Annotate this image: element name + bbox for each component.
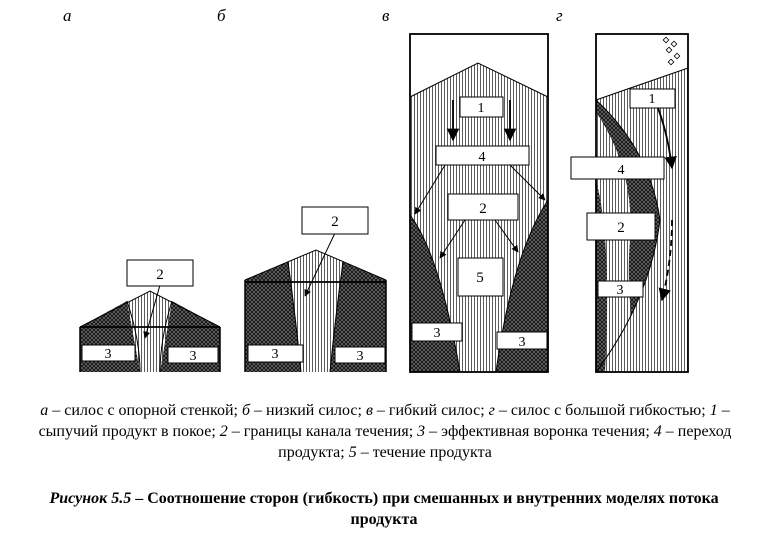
figure-title-prefix: Рисунок 5.5 bbox=[49, 490, 132, 507]
panel-a-box-3-right bbox=[167, 346, 219, 364]
panel-v-flow-boundary-left bbox=[409, 214, 461, 373]
panel-g-flow-boundary bbox=[595, 99, 661, 373]
legend-b-text: – низкий силос; bbox=[250, 402, 366, 419]
panel-b-flow-boundary-right bbox=[329, 261, 344, 373]
legend-1: 1 bbox=[709, 402, 718, 419]
panel-v-walls bbox=[409, 33, 549, 373]
legend-a: а bbox=[40, 402, 49, 419]
panel-v-label-2: 2 bbox=[479, 201, 487, 217]
legend-g: г bbox=[488, 402, 495, 419]
legend-g-text: – силос с большой гибкостью; bbox=[494, 402, 710, 419]
panel-v-label-3-left: 3 bbox=[434, 326, 441, 341]
particle bbox=[670, 40, 678, 48]
panel-a-box-2 bbox=[126, 259, 194, 287]
panel-v-box-1 bbox=[459, 96, 504, 118]
particle bbox=[665, 46, 673, 54]
panel-a-flow-boundary-right bbox=[159, 300, 173, 373]
figure-title-text: – Соотношение сторон (гибкость) при смеш… bbox=[131, 490, 719, 528]
legend-3: 3 bbox=[417, 423, 426, 440]
panel-a-surface bbox=[79, 290, 221, 328]
panel-v-box-5 bbox=[457, 257, 504, 297]
legend-2-text: – границы канала течения; bbox=[227, 423, 418, 440]
panel-a-box-3-left bbox=[81, 344, 136, 362]
legend-5: 5 bbox=[348, 444, 357, 461]
panel-v-label-1: 1 bbox=[478, 101, 485, 116]
particle bbox=[662, 36, 670, 44]
panel-v-label-4: 4 bbox=[479, 150, 486, 165]
panel-b-box-3-left bbox=[247, 344, 304, 363]
legend-caption: а – силос с опорной стенкой; б – низкий … bbox=[20, 400, 750, 463]
panel-b-letter: б bbox=[217, 6, 226, 25]
legend-4: 4 bbox=[653, 423, 662, 440]
panel-g-label-3: 3 bbox=[617, 283, 624, 298]
legend-1-text: – сыпучий продукт в покое; bbox=[38, 402, 730, 440]
panel-v-box-3-right bbox=[496, 331, 548, 350]
panel-v-right-hopper bbox=[496, 200, 548, 372]
panel-g-box-4 bbox=[570, 156, 665, 180]
panel-g-letter: г bbox=[556, 6, 563, 25]
panel-b: 2 3 3 bbox=[244, 206, 387, 373]
panel-g-label-2: 2 bbox=[617, 220, 625, 236]
legend-2: 2 bbox=[219, 423, 228, 440]
panel-a-label-3-right: 3 bbox=[190, 349, 197, 364]
legend-a-text: – силос с опорной стенкой; bbox=[48, 402, 242, 419]
figure-title: Рисунок 5.5 – Соотношение сторон (гибкос… bbox=[14, 488, 754, 530]
panel-a-letter: а bbox=[63, 6, 72, 25]
silo-diagrams: 2 3 3 2 3 3 bbox=[79, 33, 689, 373]
legend-v: в bbox=[365, 402, 373, 419]
panel-b-surface bbox=[244, 249, 387, 281]
panel-g-box-3 bbox=[597, 280, 644, 298]
panel-v-label-3-right: 3 bbox=[519, 335, 526, 350]
figure: 2 3 3 2 3 3 bbox=[63, 6, 689, 373]
panel-b-label-3-right: 3 bbox=[357, 349, 364, 364]
panel-g-surface bbox=[595, 67, 689, 101]
particle bbox=[673, 52, 681, 60]
panel-a-arrow-2 bbox=[143, 284, 161, 339]
panel-v-arrow-2-left bbox=[439, 219, 466, 259]
legend-5-text: – течение продукта bbox=[356, 444, 492, 461]
panel-g-box-1 bbox=[629, 88, 676, 109]
panel-g-arrow-lower bbox=[658, 219, 673, 302]
panel-v-box-4 bbox=[435, 145, 530, 166]
legend-3-text: – эффективная воронка течения; bbox=[425, 423, 654, 440]
legend-v-text: – гибкий силос; bbox=[372, 402, 489, 419]
panel-v-letter: в bbox=[382, 6, 390, 25]
panel-b-label-3-left: 3 bbox=[272, 347, 279, 362]
particle bbox=[667, 58, 675, 66]
panel-v-arrow-2-right bbox=[494, 219, 519, 253]
panel-v-label-5: 5 bbox=[476, 270, 484, 286]
panel-b-right-hopper bbox=[330, 262, 386, 372]
panel-a-label-2: 2 bbox=[156, 267, 164, 283]
panel-v: 1 4 2 5 3 3 bbox=[409, 33, 549, 373]
panel-g-walls bbox=[595, 33, 689, 373]
panel-v-arrow-4-right bbox=[509, 164, 546, 201]
legend-b: б bbox=[241, 402, 251, 419]
panel-v-surface bbox=[409, 62, 549, 98]
panel-b-label-2: 2 bbox=[331, 214, 339, 230]
panel-g-particles bbox=[662, 36, 681, 66]
panel-b-box-2 bbox=[301, 206, 369, 235]
panel-b-arrow-2 bbox=[304, 232, 336, 297]
panel-a: 2 3 3 bbox=[79, 259, 221, 373]
panel-g: 1 4 2 3 bbox=[570, 33, 689, 373]
panel-g-arrow-1 bbox=[657, 107, 677, 170]
panel-v-arrow-4-left bbox=[414, 164, 446, 215]
panel-g-label-4: 4 bbox=[618, 163, 625, 178]
panel-b-box-3-right bbox=[334, 346, 386, 364]
panel-g-label-1: 1 bbox=[649, 92, 656, 107]
legend-4-text: – переход продукта; bbox=[278, 423, 732, 461]
panel-v-box-2 bbox=[447, 193, 519, 221]
panel-g-box-2 bbox=[586, 212, 656, 241]
panel-a-label-3-left: 3 bbox=[105, 347, 112, 362]
panel-a-flow-boundary-left bbox=[126, 300, 141, 373]
panel-v-box-3-left bbox=[411, 322, 463, 342]
